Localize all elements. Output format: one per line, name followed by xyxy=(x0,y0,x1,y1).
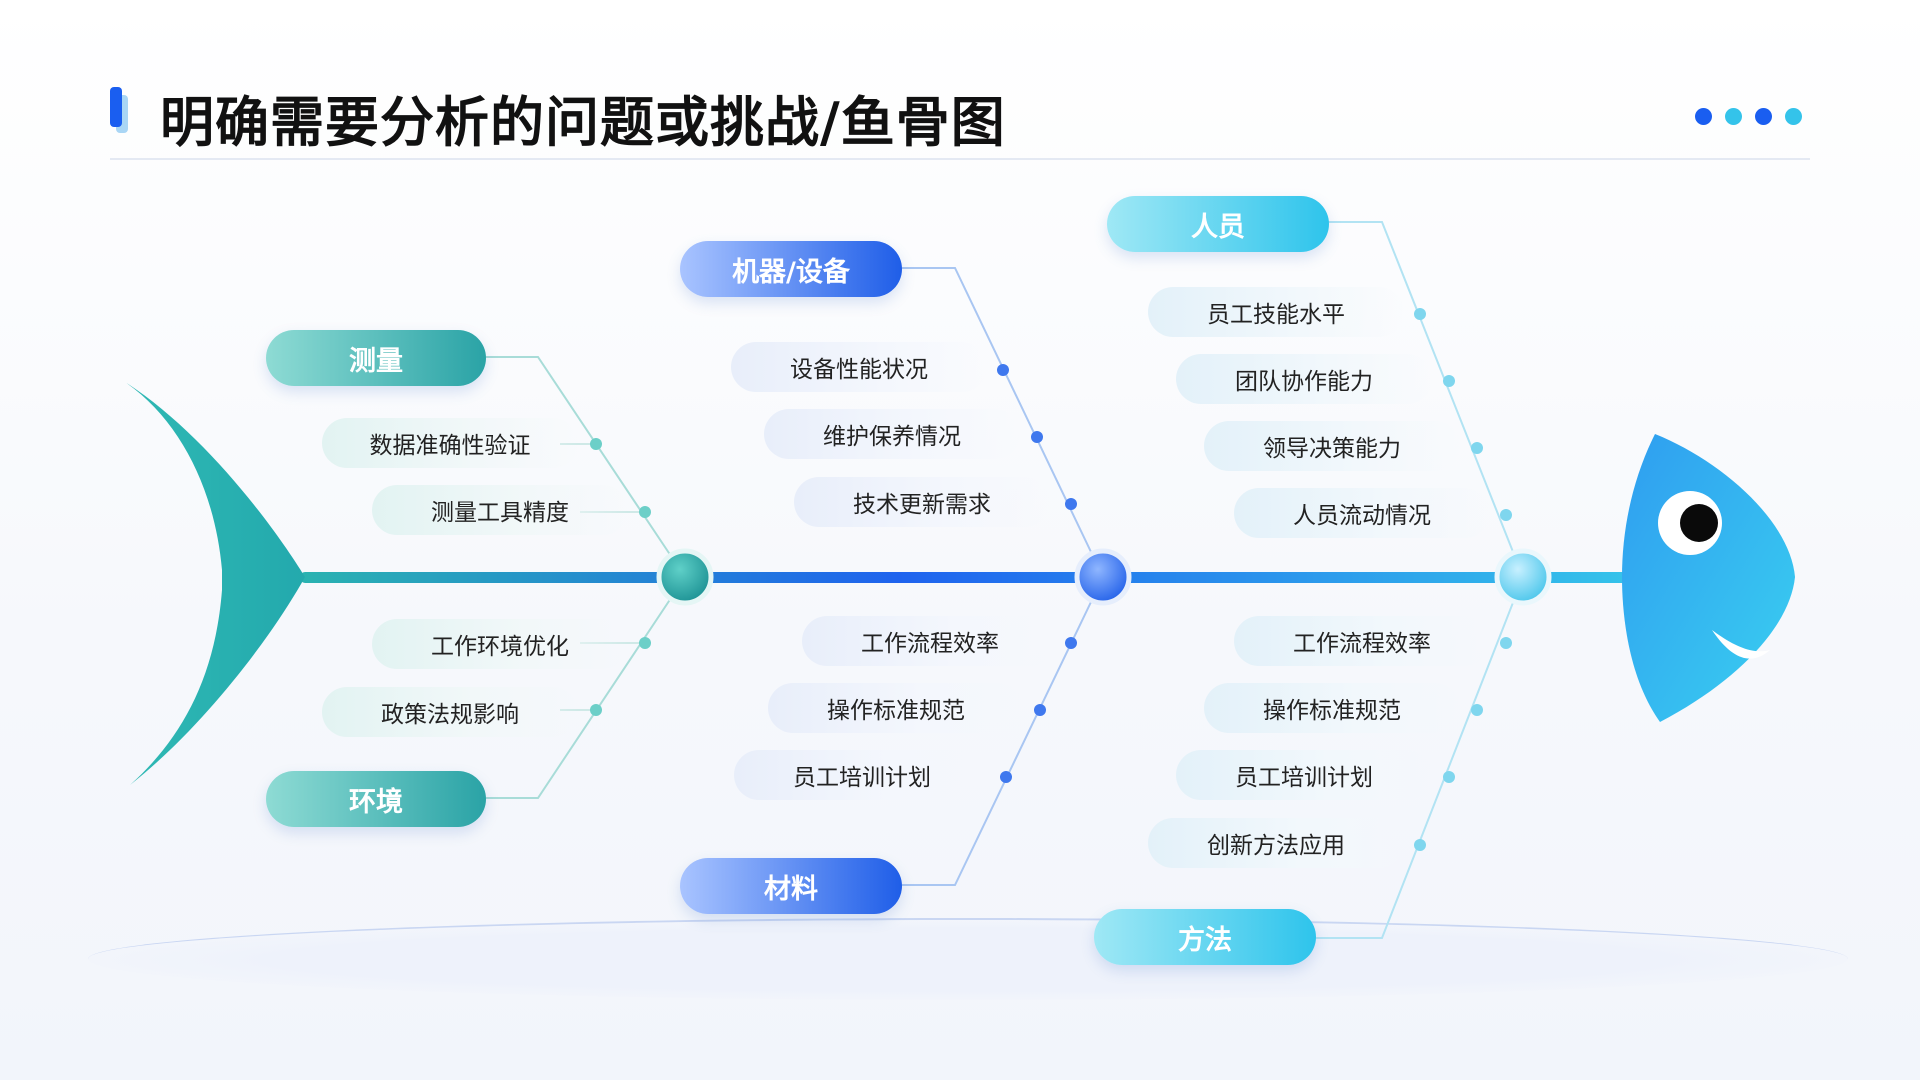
category-material: 材料 xyxy=(680,858,902,914)
env-item-1-text: 工作环境优化 xyxy=(431,634,569,660)
method-item-4-text: 创新方法应用 xyxy=(1207,833,1345,859)
dot-method-4 xyxy=(1414,839,1426,851)
category-people-label: 人员 xyxy=(1191,211,1245,243)
dot-measure-1 xyxy=(590,438,602,450)
material-item-1-text: 工作流程效率 xyxy=(861,631,999,657)
people-item-1: 员工技能水平 xyxy=(1148,287,1404,337)
env-item-2-text: 政策法规影响 xyxy=(381,702,519,728)
dot-1 xyxy=(1695,108,1712,125)
dot-2 xyxy=(1725,108,1742,125)
method-item-3: 员工培训计划 xyxy=(1176,750,1432,800)
title-accent xyxy=(110,87,128,133)
category-machine-label: 机器/设备 xyxy=(732,256,850,288)
method-item-4: 创新方法应用 xyxy=(1148,818,1404,868)
title-divider xyxy=(110,158,1810,160)
spine-node-cyan xyxy=(1494,548,1552,606)
dot-material-2 xyxy=(1034,704,1046,716)
people-item-4-text: 人员流动情况 xyxy=(1293,503,1431,529)
method-item-2-text: 操作标准规范 xyxy=(1263,698,1401,724)
category-people: 人员 xyxy=(1107,196,1329,252)
measure-item-1-text: 数据准确性验证 xyxy=(369,433,531,459)
material-item-2: 操作标准规范 xyxy=(768,683,1024,733)
env-item-2: 政策法规影响 xyxy=(322,687,578,737)
dot-machine-1 xyxy=(997,364,1009,376)
dot-machine-3 xyxy=(1065,498,1077,510)
category-measure: 测量 xyxy=(266,330,486,386)
material-item-2-text: 操作标准规范 xyxy=(827,698,965,724)
method-item-3-text: 员工培训计划 xyxy=(1235,765,1373,791)
category-measure-label: 测量 xyxy=(349,345,403,377)
title-accent-front xyxy=(110,87,122,127)
dot-measure-2 xyxy=(639,506,651,518)
measure-item-2: 测量工具精度 xyxy=(372,485,628,535)
decorative-dots xyxy=(1695,108,1802,125)
measure-item-1: 数据准确性验证 xyxy=(322,418,578,468)
material-item-3: 员工培训计划 xyxy=(734,750,990,800)
machine-item-2-text: 维护保养情况 xyxy=(823,424,961,450)
machine-item-3-text: 技术更新需求 xyxy=(853,492,991,518)
floor-shadow xyxy=(88,918,1848,1000)
dot-machine-2 xyxy=(1031,431,1043,443)
measure-item-2-text: 测量工具精度 xyxy=(431,500,569,526)
spine-node-teal xyxy=(656,548,714,606)
branch-line-machine xyxy=(900,267,1104,578)
dot-4 xyxy=(1785,108,1802,125)
category-material-label: 材料 xyxy=(764,873,818,905)
machine-item-1: 设备性能状况 xyxy=(731,342,987,392)
category-env-label: 环境 xyxy=(349,786,403,818)
people-item-1-text: 员工技能水平 xyxy=(1207,302,1345,328)
people-item-4: 人员流动情况 xyxy=(1234,488,1490,538)
category-machine: 机器/设备 xyxy=(680,241,902,297)
method-item-1-text: 工作流程效率 xyxy=(1293,631,1431,657)
category-method-label: 方法 xyxy=(1178,924,1232,956)
category-method: 方法 xyxy=(1094,909,1316,965)
people-item-3-text: 领导决策能力 xyxy=(1263,436,1401,462)
dot-3 xyxy=(1755,108,1772,125)
env-item-1: 工作环境优化 xyxy=(372,619,628,669)
page-title: 明确需要分析的问题或挑战/鱼骨图 xyxy=(160,91,1006,154)
branch-dots xyxy=(590,308,1512,851)
fish-tail-icon xyxy=(125,382,305,785)
category-env: 环境 xyxy=(266,771,486,827)
dot-method-3 xyxy=(1443,771,1455,783)
branch-line-measure xyxy=(484,356,686,578)
dot-env-2 xyxy=(590,704,602,716)
fish-eye-icon xyxy=(1658,491,1722,555)
dot-method-1 xyxy=(1500,637,1512,649)
method-item-2: 操作标准规范 xyxy=(1204,683,1460,733)
material-item-1: 工作流程效率 xyxy=(802,616,1058,666)
dot-material-1 xyxy=(1065,637,1077,649)
dot-env-1 xyxy=(639,637,651,649)
dot-people-1 xyxy=(1414,308,1426,320)
dot-people-4 xyxy=(1500,509,1512,521)
material-item-3-text: 员工培训计划 xyxy=(793,765,931,791)
machine-item-1-text: 设备性能状况 xyxy=(790,357,928,383)
people-item-3: 领导决策能力 xyxy=(1204,421,1460,471)
branch-line-method xyxy=(1314,576,1524,939)
branch-line-material xyxy=(900,576,1104,886)
people-item-2-text: 团队协作能力 xyxy=(1235,369,1373,395)
people-item-2: 团队协作能力 xyxy=(1176,354,1432,404)
fish-mouth xyxy=(1712,630,1770,659)
machine-item-2: 维护保养情况 xyxy=(764,409,1020,459)
dot-people-3 xyxy=(1471,442,1483,454)
branch-line-people xyxy=(1328,221,1524,578)
fish-head-icon xyxy=(1622,434,1795,722)
dot-material-3 xyxy=(1000,771,1012,783)
dot-people-2 xyxy=(1443,375,1455,387)
method-item-1: 工作流程效率 xyxy=(1234,616,1490,666)
spine-node-blue xyxy=(1074,548,1132,606)
machine-item-3: 技术更新需求 xyxy=(794,477,1050,527)
main-spine xyxy=(300,572,1630,583)
dot-method-2 xyxy=(1471,704,1483,716)
branch-line-env xyxy=(484,576,686,799)
